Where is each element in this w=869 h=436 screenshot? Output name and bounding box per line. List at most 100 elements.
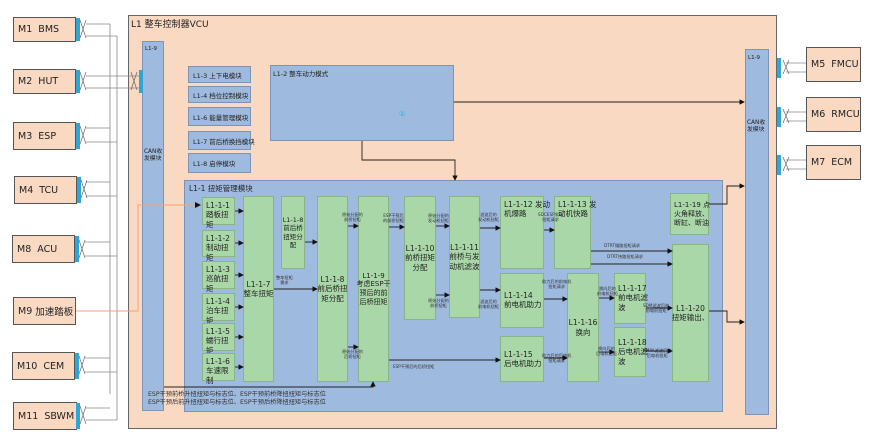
can-right-label: CAN收 发模块 [747,120,766,133]
block-engine-fast-path[interactable]: L1-1-13 发 动机快路 [554,196,597,269]
power-mode-title: L1-2 整车动力模式 [273,70,329,78]
block-label: 制动扭矩 [206,243,229,262]
block-label: 巡航扭矩 [206,274,229,293]
block-front-motor-assist[interactable]: L1-1-14 前电机助力 [500,273,544,328]
side-module-label: L1-8 启停模块 [193,160,236,168]
module-m9-accel-pedal[interactable]: M9 加速踏板 [13,297,76,325]
side-module-axle-shift[interactable]: L1-7 前后桥换挡模块 [188,131,255,150]
block-id: L1-1-1 [206,201,230,210]
block-id: L1-1-6 [206,357,230,366]
block-label: 蠕行扭矩 [206,336,229,355]
side-module-start-stop[interactable]: L1-8 启停模块 [188,153,251,173]
block-front-axle-dist[interactable]: L1-1-10 前桥扭矩 分配 [404,196,436,320]
module-m10-cem[interactable]: M10 CEM [12,352,75,380]
block-direction-change[interactable]: L1-1-16 换向 [567,273,599,382]
can-transceiver-right[interactable]: L1-9 CAN收 发模块 [745,49,769,415]
bus-connector-vcu-right-3 [777,155,781,175]
signal-esp-rear: ESP干预后的后桥扭矩 [393,364,435,369]
side-module-energy-mgmt[interactable]: L1-6 能量管理模块 [188,107,251,126]
bus-connector-vcu-right-1 [777,58,781,78]
bus-connector-m3 [76,123,80,149]
block-torque-output[interactable]: L1-1-20 扭矩输出、 [672,244,709,382]
signal-sdc-esp: SDCESP发动 扭矩请求 [538,212,564,223]
signal-engine-filtered: 滤波后的 发动机扭矩 [478,212,499,223]
signal-rear-dist-orig: 原始分配的 后桥扭矩 [342,349,363,360]
module-m8-acu[interactable]: M8 ACU [12,235,75,263]
block-id: L1-1-3 [206,265,230,274]
module-m2-hut[interactable]: M2 HUT [13,69,76,94]
block-rear-motor-assist[interactable]: L1-1-15 后电机助力 [500,336,544,382]
signal-esp-front: ESP干预后 的前桥扭矩 [383,213,404,224]
module-id: M4 [19,184,34,196]
module-id: M1 [18,24,33,35]
torque-management-title: L1-1 扭矩管理模块 [189,184,253,193]
signal-dtrt-slow: DTRT慢路扭矩请求 [604,243,641,248]
bus-connector-m1 [76,18,80,41]
block-engine-slow-path[interactable]: L1-1-12 发动 机爆路 [500,196,550,269]
module-name: BMS [38,24,60,35]
side-module-gear-control[interactable]: L1-4 档位控制模块 [188,86,251,103]
bus-connector-m4 [77,177,81,203]
module-id: M3 [18,130,33,142]
can-transceiver-left[interactable]: L1-9 CAN收 发模块 [142,41,164,411]
module-name: TCU [39,184,59,196]
module-name: HUT [38,76,59,87]
block-label: 车速限制 [206,366,229,385]
block-axle-dist-a[interactable]: L1-1-8 前后桥 扭矩分 配 [281,196,305,269]
signal-front-motor-dist: 原始分配的 前桥扭矩 [428,298,449,309]
module-name: FMCU [831,59,859,70]
signal-assist-rear: 助力后的后电机 扭矩请求 [542,353,572,364]
side-module-label: L1-7 前后桥换挡模块 [193,137,255,146]
esp-footer-line-2: ESP干预后前升扭扭矩与标志位、ESP干预后桥降扭扭矩与标志位 [148,399,326,406]
side-module-power-on-off[interactable]: L1-3 上下电模块 [188,66,251,83]
module-m3-esp[interactable]: M3 ESP [13,122,76,150]
module-id: M11 [18,410,39,422]
signal-front-motor-filtered: 滤波后的 前电机扭矩 [478,299,499,310]
esp-footer-line-1: ESP干预前桥升扭扭矩与标志位、ESP干预前桥降扭扭矩与标志位 [148,391,326,398]
side-module-label: L1-3 上下电模块 [193,71,242,80]
module-name: ECM [831,157,853,168]
signal-dir-front: 换向后的 前电机扭矩 [597,286,618,297]
module-name: ESP [38,130,57,142]
signal-engine-dist: 原始分配的 发动机扭矩 [428,213,449,224]
marker-icon: ① [399,110,406,118]
module-m7-ecm[interactable]: M7 ECM [806,145,861,180]
block-label: 泊车扭矩 [206,306,229,325]
bus-connector-m10 [75,353,79,379]
can-left-id: L1-9 [145,46,158,52]
module-m1-bms[interactable]: M1 BMS [13,17,76,42]
module-id: M2 [18,76,33,87]
block-label: 踏板扭矩 [206,210,229,229]
signal-assist-front: 助力后的前电机 扭矩请求 [542,279,572,290]
can-left-label: CAN收 发模块 [144,149,163,162]
block-rear-motor-filter[interactable]: L1-1-18 后电机滤 波 [614,327,648,377]
bus-connector-m2 [76,70,80,93]
block-front-motor-filter[interactable]: L1-1-17 前电机滤 波 [614,273,648,324]
block-id: L1-1-5 [206,327,230,336]
module-name: ACU [37,243,58,255]
module-m5-fmcu[interactable]: M5 FMCU [806,47,861,82]
signal-dir-rear: 换向后的 后电机扭矩 [596,346,617,357]
block-ignition-cutoff[interactable]: L1-1-19 点 火角释放、 断缸、断油 [670,193,710,235]
module-id: M9 [18,305,33,317]
block-vehicle-torque[interactable]: L1-1-7 整车扭矩 [243,196,274,382]
module-m4-tcu[interactable]: M4 TCU [14,176,77,204]
block-axle-dist-b[interactable]: L1-1-8 前后桥扭 矩分配 [317,196,348,382]
can-right-id: L1-9 [748,55,761,61]
module-m6-rmcu[interactable]: M6 RMCU [806,97,861,132]
vcu-title: L1 整车控制器VCU [131,20,209,30]
block-front-engine-filter[interactable]: L1-1-11 前桥与发 动机滤波 [449,196,480,318]
module-name: RMCU [831,109,860,120]
module-id: M5 [811,59,826,70]
power-mode-block[interactable]: L1-2 整车动力模式 ① [270,65,454,141]
module-m11-sbwm[interactable]: M11 SBWM [13,402,77,430]
signal-vehicle-torque-req: 整车扭矩 需求 [276,275,293,286]
block-id: L1-1-4 [206,297,230,306]
signal-dtrt-fast: DTRT快路扭矩请求 [607,254,644,259]
